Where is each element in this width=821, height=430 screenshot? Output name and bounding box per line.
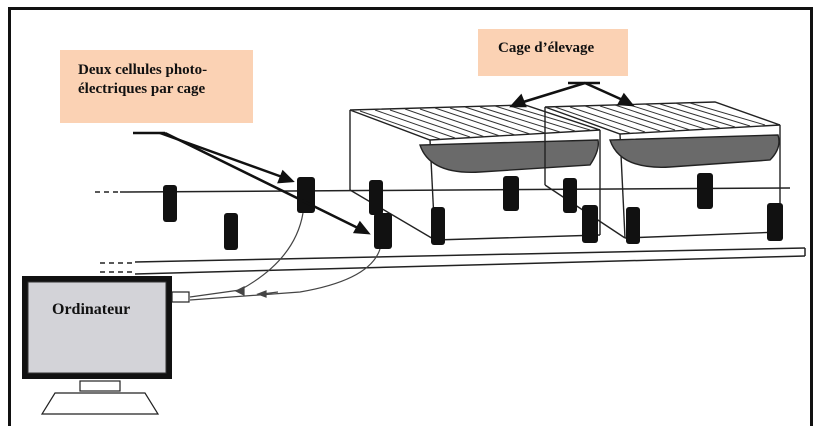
photocell-sensor <box>767 203 783 241</box>
cage-2-grid <box>554 102 766 134</box>
rail <box>95 187 791 193</box>
photocell-sensor <box>163 185 177 222</box>
platform <box>100 247 806 275</box>
computer <box>22 276 190 415</box>
photocell-sensor <box>431 207 445 245</box>
cage-1-grid <box>359 105 591 140</box>
computer-label: Ordinateur <box>52 301 131 318</box>
cells-arrows <box>133 131 371 235</box>
cage-1 <box>349 104 601 241</box>
photocell-sensor <box>626 207 640 244</box>
photocell-sensor <box>503 176 519 211</box>
photocell-sensor <box>582 205 598 243</box>
photocell-sensor <box>297 177 315 213</box>
photocell-sensor <box>697 173 713 209</box>
photocell-sensor <box>369 180 383 215</box>
cables <box>189 212 381 301</box>
photocell-sensor <box>563 178 577 213</box>
photocells-label: Deux cellules photo-électriques par cage <box>60 50 253 123</box>
photocell-sensor <box>374 213 392 249</box>
cage-label: Cage d’élevage <box>478 29 628 76</box>
cage-2 <box>544 101 781 239</box>
photocell-sensor <box>224 213 238 250</box>
cage-arrows <box>509 81 635 108</box>
